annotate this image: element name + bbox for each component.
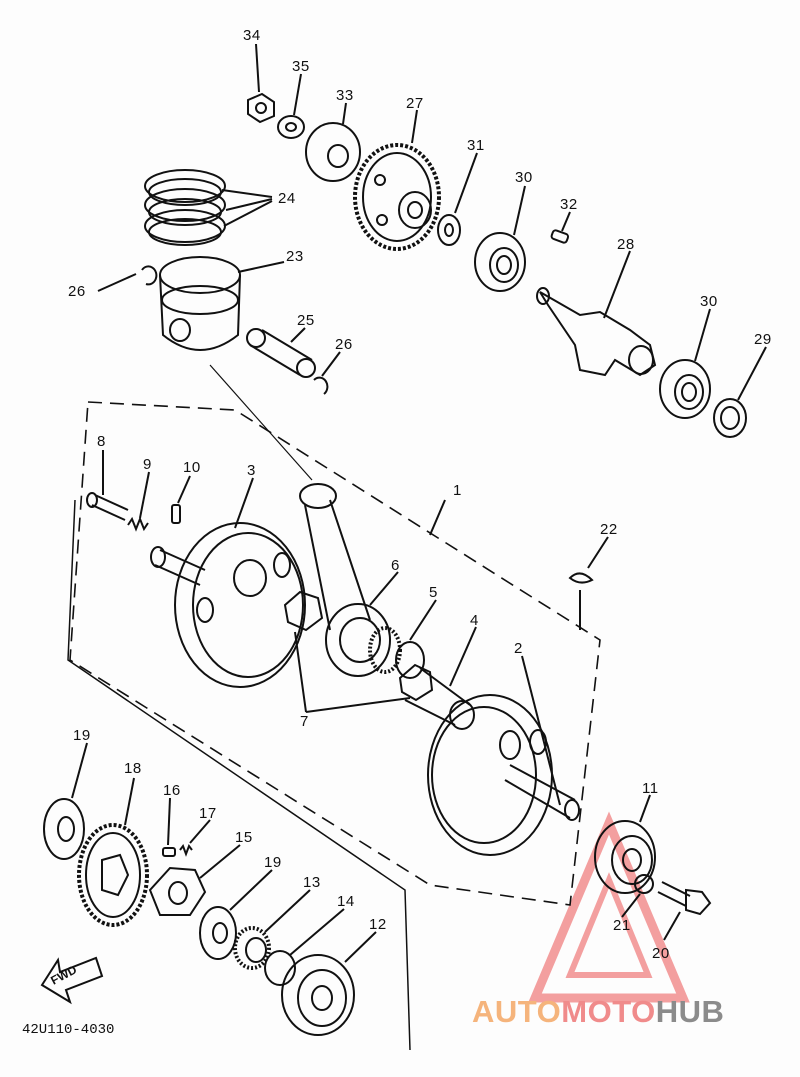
- callout-7: 7: [300, 713, 309, 730]
- callout-28: 28: [617, 236, 635, 253]
- clip-26-right: [313, 376, 329, 395]
- callout-20: 20: [652, 945, 670, 962]
- sprocket-18: [77, 823, 149, 927]
- callout-11: 11: [642, 780, 659, 797]
- callout-25: 25: [297, 312, 315, 329]
- bolt-8: [86, 492, 129, 521]
- connecting-rod-6: [299, 483, 391, 677]
- callout-5: 5: [429, 584, 438, 601]
- hub-15: [148, 866, 207, 916]
- callout-30b: 30: [700, 293, 718, 310]
- spacer-14: [264, 950, 296, 986]
- callout-19a: 19: [73, 727, 91, 744]
- bolt-20: [657, 881, 712, 916]
- watermark-part1: AUTO: [472, 994, 562, 1029]
- piston-rings-24: [144, 169, 226, 246]
- callout-10: 10: [183, 459, 201, 476]
- callout-3: 3: [247, 462, 256, 479]
- callout-22: 22: [600, 521, 618, 538]
- callout-26a: 26: [68, 283, 86, 300]
- callout-2: 2: [514, 640, 523, 657]
- callout-27: 27: [406, 95, 424, 112]
- callout-23: 23: [286, 248, 304, 265]
- callout-1: 1: [453, 482, 462, 499]
- callout-15: 15: [235, 829, 253, 846]
- callout-29: 29: [754, 331, 772, 348]
- watermark-triangle: [528, 811, 690, 1003]
- plate-19-left: [43, 798, 85, 860]
- piston-pin-25: [246, 328, 316, 378]
- callout-24: 24: [278, 190, 296, 207]
- callout-4: 4: [470, 612, 479, 629]
- callout-21: 21: [613, 917, 631, 934]
- gear-13: [233, 926, 271, 970]
- watermark-text: AUTOMOTOHUB: [472, 994, 724, 1030]
- callout-8: 8: [97, 433, 106, 450]
- callout-16: 16: [163, 782, 181, 799]
- plate-33: [305, 122, 361, 182]
- callout-33: 33: [336, 87, 354, 104]
- balancer-shaft-28: [536, 287, 657, 377]
- watermark-part2: MOTO: [561, 994, 656, 1029]
- clip-26-left: [141, 265, 158, 286]
- balancer-gear-27: [353, 143, 441, 251]
- plate-19-right: [199, 906, 237, 960]
- woodruff-key-22: [568, 572, 594, 584]
- thrust-washer-7-right: [398, 663, 434, 702]
- piston-23: [159, 256, 241, 351]
- oil-seal-29: [713, 398, 747, 438]
- nut-34: [247, 92, 275, 124]
- callout-17: 17: [199, 805, 217, 822]
- crank-web-3: [150, 522, 306, 688]
- washer-21: [634, 874, 654, 894]
- callout-30a: 30: [515, 169, 533, 186]
- key-32: [550, 229, 570, 244]
- pin-16: [162, 847, 176, 857]
- lower-assembly-outline: [67, 499, 411, 1051]
- spring-17: [179, 843, 193, 857]
- needle-bearing-5: [368, 626, 425, 679]
- callout-13: 13: [303, 874, 321, 891]
- callout-35: 35: [292, 58, 310, 75]
- thrust-washer-7-left: [283, 590, 324, 632]
- washer-35: [277, 115, 305, 139]
- bearing-30-lower: [659, 359, 711, 419]
- washer-31: [437, 214, 461, 246]
- callout-34: 34: [243, 27, 261, 44]
- callout-18: 18: [124, 760, 142, 777]
- bearing-11: [594, 820, 656, 894]
- fwd-arrow-icon: [40, 956, 104, 1005]
- callout-19b: 19: [264, 854, 282, 871]
- bearing-30-upper: [474, 232, 526, 292]
- callout-31: 31: [467, 137, 485, 154]
- callout-6: 6: [391, 557, 400, 574]
- callout-12: 12: [369, 916, 387, 933]
- callout-14: 14: [337, 893, 355, 910]
- spring-9: [127, 516, 149, 532]
- callout-9: 9: [143, 456, 152, 473]
- crankshaft-assembly-outline: [69, 401, 601, 906]
- callout-26b: 26: [335, 336, 353, 353]
- pin-10: [171, 504, 181, 524]
- diagram-code: 42U110-4030: [22, 1022, 115, 1038]
- watermark-part3: HUB: [655, 994, 725, 1029]
- bearing-12: [281, 954, 355, 1036]
- callout-32: 32: [560, 196, 578, 213]
